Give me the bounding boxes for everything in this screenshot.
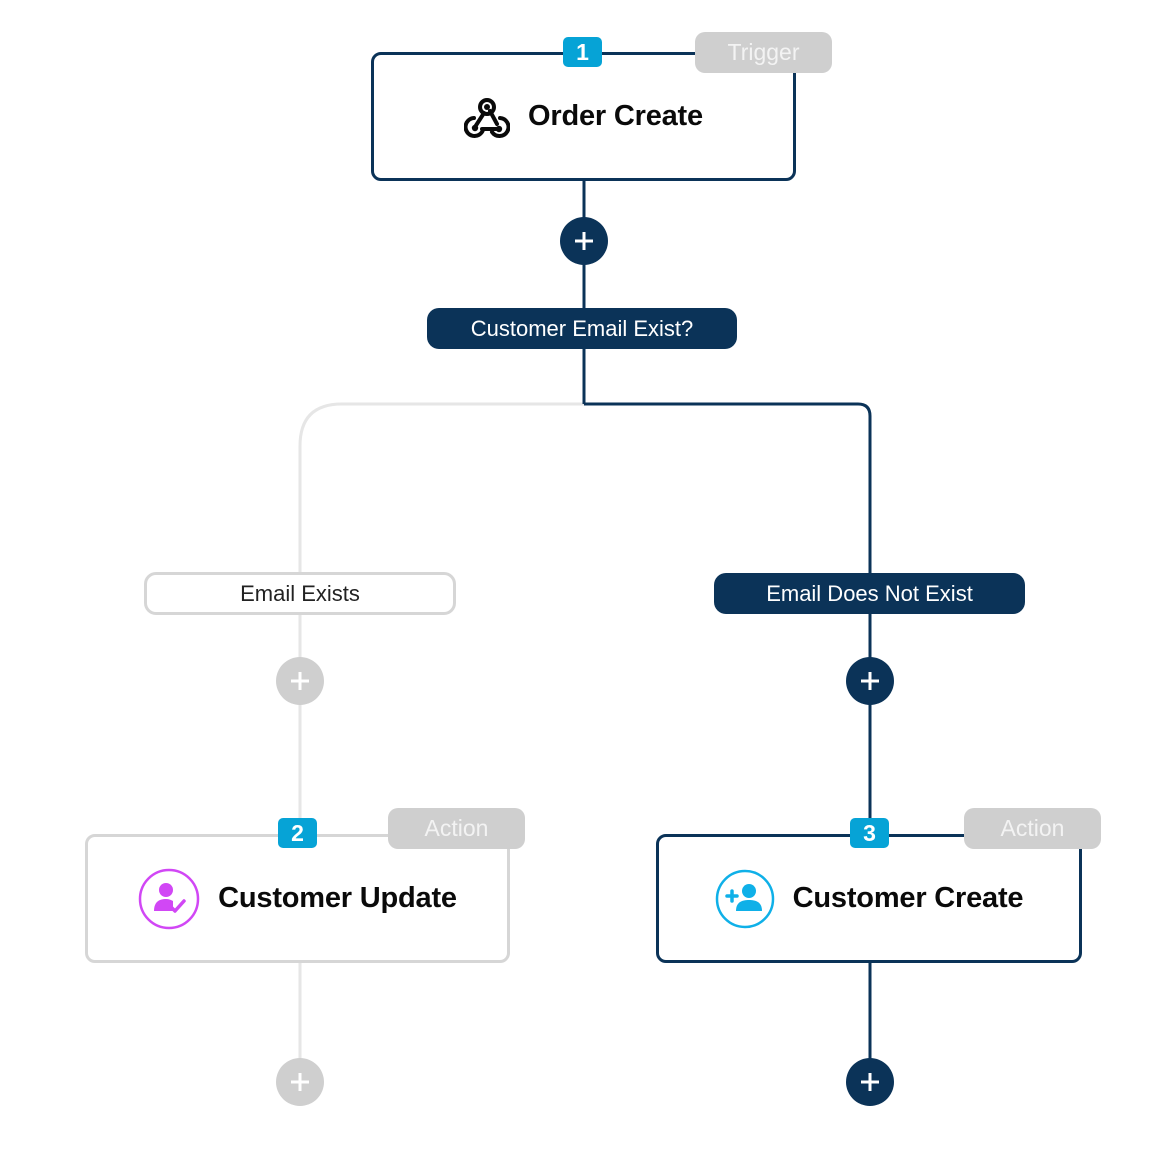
step-badge-2: 2 bbox=[278, 818, 317, 848]
plus-icon bbox=[291, 1073, 309, 1091]
plus-icon bbox=[291, 672, 309, 690]
add-step-button-left-branch[interactable] bbox=[276, 657, 324, 705]
action-title-customer-update: Customer Update bbox=[218, 882, 457, 914]
plus-icon bbox=[861, 1073, 879, 1091]
connector-left-branch bbox=[298, 402, 584, 1080]
action-node-customer-create[interactable]: Customer Create bbox=[656, 834, 1082, 963]
step-badge-3: 3 bbox=[850, 818, 889, 848]
action-title-customer-create: Customer Create bbox=[792, 882, 1024, 914]
plus-icon bbox=[575, 232, 593, 250]
type-tag-action-update: Action bbox=[388, 808, 525, 849]
trigger-title: Order Create bbox=[528, 100, 703, 132]
add-step-button-after-trigger[interactable] bbox=[560, 217, 608, 265]
trigger-node-order-create[interactable]: Order Create bbox=[371, 52, 796, 181]
branch-label-email-does-not-exist[interactable]: Email Does Not Exist bbox=[714, 573, 1025, 614]
action-node-customer-update[interactable]: Customer Update bbox=[85, 834, 510, 963]
connector-right-branch bbox=[584, 402, 872, 1080]
add-step-button-after-customer-create[interactable] bbox=[846, 1058, 894, 1106]
add-step-button-right-branch[interactable] bbox=[846, 657, 894, 705]
step-badge-1: 1 bbox=[563, 37, 602, 67]
user-check-icon bbox=[138, 868, 200, 930]
branch-label-email-exists[interactable]: Email Exists bbox=[144, 572, 456, 615]
add-step-button-after-customer-update[interactable] bbox=[276, 1058, 324, 1106]
user-plus-icon bbox=[715, 869, 775, 929]
webhook-icon bbox=[464, 96, 511, 138]
type-tag-action-create: Action bbox=[964, 808, 1101, 849]
plus-icon bbox=[861, 672, 879, 690]
condition-label[interactable]: Customer Email Exist? bbox=[427, 308, 737, 349]
type-tag-trigger: Trigger bbox=[695, 32, 832, 73]
